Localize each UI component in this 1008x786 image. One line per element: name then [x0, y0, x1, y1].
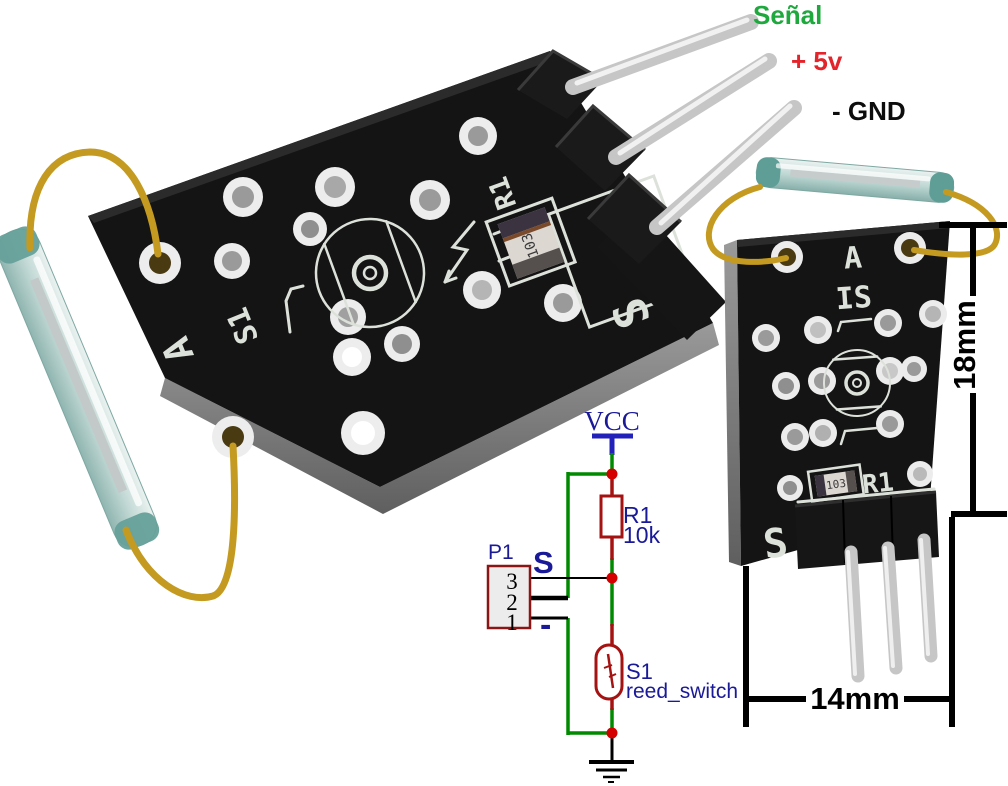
signal-s-label: S [533, 545, 554, 580]
reed-switch-symbol [594, 643, 624, 701]
right-board-top-bevel [737, 221, 950, 247]
right-board-marking-r1: R1 [861, 467, 895, 500]
switch-name-label: S1 [626, 659, 653, 684]
vcc-label: VCC [584, 406, 640, 436]
signal-pin-label: Señal [753, 0, 823, 30]
right-board-letter-a: A [843, 240, 863, 276]
dimension-width-label: 14mm [810, 681, 900, 716]
minus-label: - [540, 606, 551, 644]
vcc-rail [592, 433, 633, 455]
right-reed-switch [755, 157, 955, 203]
connector-name-label: P1 [488, 541, 514, 564]
right-board-pins [844, 533, 938, 683]
left-board-pins [565, 14, 802, 235]
pin1-label: 1 [506, 610, 518, 635]
junction-dots [606, 468, 618, 739]
right-board-side-edge [724, 240, 741, 566]
switch-type-label: reed_switch [626, 680, 738, 703]
left-reed-switch [0, 226, 160, 550]
right-board-header [794, 490, 939, 569]
schematic-wires-green [566, 453, 614, 735]
right-board-resistor: 103 [814, 470, 858, 497]
resistor-name-label: R1 [623, 502, 652, 528]
resistor-value-label: 10k [623, 522, 661, 548]
pin2-label: 2 [506, 590, 518, 615]
right-board: 103 A IS R1 S [705, 157, 1001, 683]
left-board-top-bevel [88, 51, 556, 223]
left-board-gold-wires [26, 148, 239, 601]
ground-pin-label: - GND [832, 96, 906, 126]
left-board-resistor: 103 [497, 207, 565, 279]
left-board-pcb [88, 51, 713, 487]
right-board-silkscreen [796, 317, 936, 504]
dimension-lines [743, 222, 1007, 727]
dimension-height-label: 18mm [947, 300, 982, 390]
pin3-label: 3 [506, 569, 518, 594]
connector-symbol [486, 564, 532, 630]
resistor-symbol [599, 494, 624, 539]
right-board-marking-is: IS [835, 280, 873, 317]
power-pin-label: + 5v [791, 46, 843, 76]
right-resistor-code: 103 [825, 477, 846, 493]
left-board-holes [139, 117, 582, 458]
left-board-header [516, 49, 726, 340]
ground-symbol [589, 760, 634, 783]
left-board: 103 A S1 R1 S [0, 14, 802, 601]
schematic: VCC R1 10k P1 S - 3 2 1 S1 reed_switch [486, 406, 738, 783]
left-board-side-edge [160, 323, 719, 514]
right-board-gold-wires [705, 184, 1001, 265]
right-board-holes [752, 232, 947, 501]
